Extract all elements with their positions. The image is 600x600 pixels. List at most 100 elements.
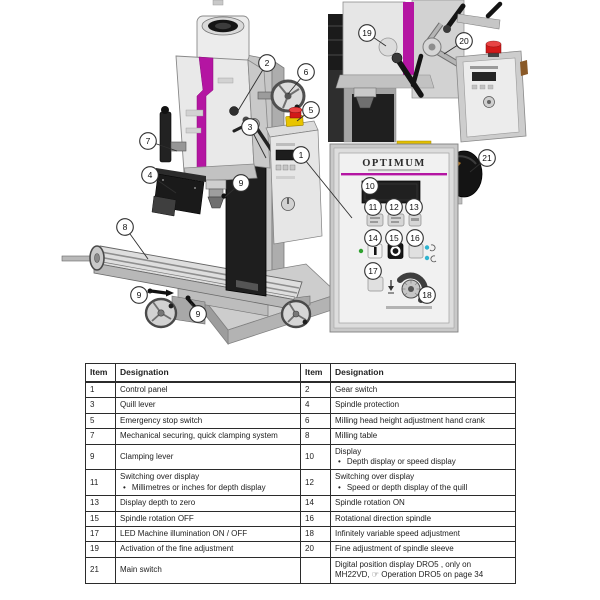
- designation-cell: Milling table: [330, 428, 516, 445]
- svg-text:11: 11: [369, 202, 378, 212]
- inset-control-panel: [455, 40, 528, 143]
- brand-logo: OPTIMUM: [362, 158, 426, 169]
- svg-text:10: 10: [365, 181, 375, 191]
- designation-cell: Fine adjustment of spindle sleeve: [330, 541, 516, 558]
- callout-9: 9: [130, 286, 152, 304]
- svg-text:16: 16: [410, 233, 420, 243]
- designation-line: Control panel: [120, 385, 168, 395]
- blue-led-cw: [424, 245, 430, 250]
- item-cell: 18: [300, 525, 331, 543]
- callout-1: 1: [292, 146, 353, 219]
- svg-text:21: 21: [482, 153, 492, 163]
- designation-line: Clamping lever: [120, 451, 174, 461]
- small-display: [275, 149, 295, 161]
- designation-line: Spindle rotation ON: [335, 498, 405, 508]
- svg-text:20: 20: [459, 36, 469, 46]
- speed-depth-button[interactable]: [387, 213, 405, 227]
- designation-cell: Gear switch: [330, 381, 516, 399]
- callout-16: 16: [406, 229, 424, 247]
- designation-line: Infinitely variable speed adjustment: [335, 528, 460, 538]
- x-axis-handwheel-left: [89, 245, 105, 271]
- table-header-row: Item Designation Item Designation: [85, 363, 516, 384]
- svg-text:9: 9: [239, 178, 244, 188]
- designation-line: MH22VD, ☞ Operation DRO5 on page 34: [335, 570, 484, 580]
- emergency-stop-button: [288, 106, 303, 119]
- callout-8: 8: [116, 218, 149, 260]
- cropped-part: [212, 0, 224, 6]
- header-item-2: Item: [300, 363, 331, 384]
- svg-text:9: 9: [196, 309, 201, 319]
- magenta-rule: [341, 173, 447, 176]
- item-cell: 21: [85, 556, 116, 584]
- spindle-protection-guard: [151, 168, 206, 217]
- inset-motor-stack: [328, 14, 343, 70]
- designation-line: Emergency stop switch: [120, 415, 203, 425]
- milling-machine-illustration: [61, 0, 339, 346]
- designation-bullet-line: •Depth display or speed display: [338, 457, 456, 466]
- brand-subtext-smudge: [368, 169, 420, 172]
- item-cell: 6: [300, 412, 331, 430]
- item-cell: 12: [300, 469, 331, 497]
- callout-15: 15: [385, 229, 403, 247]
- panel-footer-smudge: [386, 306, 432, 309]
- inset-magenta-stripe: [403, 2, 414, 75]
- svg-text:15: 15: [389, 233, 399, 243]
- designation-cell: Spindle rotation ON: [330, 495, 516, 512]
- cw-arrow-icon: [429, 244, 436, 252]
- svg-text:8: 8: [123, 222, 128, 232]
- callout-9: 9: [224, 174, 250, 198]
- fine-feed-boss: [378, 37, 398, 57]
- designation-cell: Spindle protection: [330, 397, 516, 414]
- machine-figure: OPTIMUM: [61, 0, 528, 346]
- parts-table: Item Designation Item Designation 1 Contr…: [85, 363, 516, 584]
- callout-12: 12: [385, 198, 403, 216]
- spindle-buttons: [358, 243, 437, 263]
- designation-cell: Display•Depth display or speed display: [330, 443, 516, 471]
- designation-cell: Infinitely variable speed adjustment: [330, 525, 516, 543]
- item-cell: 2: [300, 381, 331, 399]
- svg-text:7: 7: [146, 136, 151, 146]
- item-cell: 10: [300, 443, 331, 471]
- designation-cell: Spindle rotation OFF: [115, 510, 301, 527]
- designation-bullet-line: •Millimetres or inches for depth display: [123, 482, 266, 492]
- designation-cell: LED Machine illumination ON / OFF: [115, 525, 301, 543]
- header-designation-2: Designation: [330, 363, 516, 384]
- item-cell: 11: [85, 469, 116, 497]
- svg-text:1: 1: [299, 150, 304, 160]
- callout-13: 13: [405, 198, 423, 216]
- callout-20: 20: [443, 32, 473, 55]
- item-cell: 17: [85, 525, 116, 543]
- quick-clamp-lever: [159, 106, 187, 163]
- designation-line: Spindle rotation OFF: [120, 513, 194, 523]
- designation-cell: Rotational direction spindle: [330, 510, 516, 527]
- svg-text:6: 6: [304, 67, 309, 77]
- callout-19: 19: [358, 24, 387, 47]
- callout-14: 14: [364, 229, 382, 247]
- svg-text:13: 13: [409, 202, 419, 212]
- designation-cell: Switching over display•Speed or depth di…: [330, 469, 516, 497]
- off-O-glyph: [390, 245, 401, 257]
- designation-bullet-line: •Speed or depth display of the quill: [338, 482, 468, 492]
- machine-control-box: [265, 106, 323, 245]
- blue-led-ccw: [424, 255, 430, 261]
- mm-inch-button[interactable]: [366, 213, 384, 227]
- item-cell: 19: [85, 541, 116, 558]
- callout-7: 7: [139, 132, 178, 152]
- designation-cell: Switching over display•Millimetres or in…: [115, 469, 301, 497]
- item-cell: 9: [85, 443, 116, 471]
- svg-text:14: 14: [368, 233, 378, 243]
- svg-text:5: 5: [309, 105, 314, 115]
- illumination-row: [367, 276, 394, 294]
- on-I-glyph: [374, 247, 377, 255]
- designation-line: Display depth to zero: [120, 498, 196, 508]
- designation-line: Main switch: [120, 564, 162, 574]
- item-cell: 1: [85, 381, 116, 399]
- item-cell: 5: [85, 412, 116, 430]
